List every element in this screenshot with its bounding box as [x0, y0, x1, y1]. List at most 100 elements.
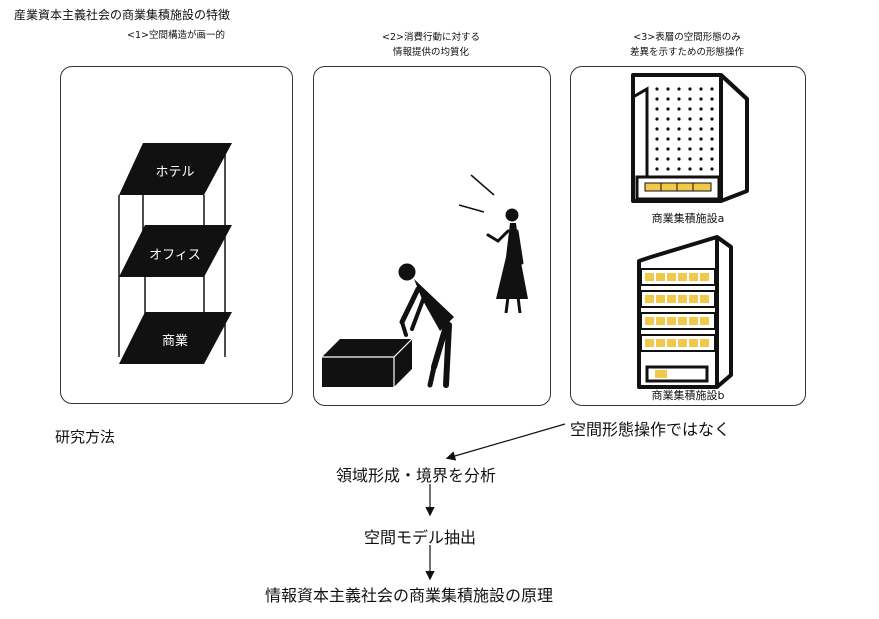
window-dot: [688, 117, 692, 121]
window-dot: [710, 107, 714, 111]
window-pane: [700, 273, 709, 281]
floor-label-commercial: 商業: [161, 334, 188, 349]
window-dot: [688, 127, 692, 131]
window-dot: [699, 107, 703, 111]
window-dot: [666, 117, 670, 121]
window-dot: [688, 137, 692, 141]
window-dot: [699, 147, 703, 151]
window-pane: [645, 295, 654, 303]
window-pane: [656, 317, 665, 325]
window-dot: [655, 127, 659, 131]
window-pane: [667, 273, 676, 281]
window-dot: [710, 127, 714, 131]
window-dot: [677, 147, 681, 151]
window-dot: [677, 127, 681, 131]
panel-3-caption-line-2: 差異を示すための形態操作: [629, 47, 744, 58]
panel-2-caption: <2>消費行動に対する 情報提供の均質化: [313, 30, 549, 60]
panel-1-caption-line-1: <1>空間構造が画一的: [127, 30, 225, 41]
window-pane: [700, 339, 709, 347]
window-dot: [655, 157, 659, 161]
window-dot: [699, 167, 703, 171]
window-dot: [666, 87, 670, 91]
window-dot: [666, 127, 670, 131]
window-dot: [710, 137, 714, 141]
window-dot: [666, 167, 670, 171]
building-b-label: 商業集積施設b: [651, 389, 725, 402]
window-dot: [699, 117, 703, 121]
panel-2-caption-line-1: <2>消費行動に対する: [382, 32, 480, 43]
speech-lines-icon: [458, 174, 495, 213]
window-dot: [688, 87, 692, 91]
bending-person-icon: [398, 263, 454, 388]
window-pane: [700, 295, 709, 303]
window-dot: [666, 107, 670, 111]
window-dot: [688, 97, 692, 101]
window-dot: [699, 127, 703, 131]
window-pane: [689, 317, 698, 325]
window-pane: [656, 339, 665, 347]
floor-slab-hotel: [119, 143, 232, 195]
window-dot: [677, 167, 681, 171]
diagram-title: 産業資本主義社会の商業集積施設の特徴: [14, 8, 231, 22]
consumer-illustration: [322, 174, 528, 388]
floor-slab-office: [119, 225, 232, 277]
window-dot: [666, 137, 670, 141]
window-dot: [677, 117, 681, 121]
window-dot: [699, 87, 703, 91]
panel-2: [313, 66, 551, 406]
window-pane: [700, 317, 709, 325]
window-pane: [678, 317, 687, 325]
window-pane: [645, 317, 654, 325]
window-dot: [655, 97, 659, 101]
buildings-illustration: [631, 73, 749, 389]
window-dot: [699, 157, 703, 161]
window-dot: [666, 97, 670, 101]
window-pane: [689, 273, 698, 281]
window-dot: [677, 87, 681, 91]
building-a-label: 商業集積施設a: [651, 212, 725, 225]
window-dot: [677, 157, 681, 161]
window-pane: [667, 295, 676, 303]
window-dot: [677, 107, 681, 111]
window-dot: [655, 107, 659, 111]
window-dot: [688, 147, 692, 151]
window-pane: [667, 317, 676, 325]
window-pane: [678, 339, 687, 347]
window-dot: [710, 87, 714, 91]
panel-3-caption: <3>表層の空間形態のみ 差異を示すための形態操作: [570, 30, 804, 60]
panel-3: 商業集積施設a 商業集積施設b: [570, 66, 806, 406]
window-dot: [666, 147, 670, 151]
window-pane: [689, 295, 698, 303]
window-dot: [688, 167, 692, 171]
window-dot: [710, 97, 714, 101]
window-dot: [655, 137, 659, 141]
side-note-arrow: [445, 423, 566, 461]
standing-woman-icon: [486, 208, 528, 314]
window-pane: [678, 295, 687, 303]
window-dot: [688, 107, 692, 111]
window-dot: [655, 147, 659, 151]
panel-1-caption: <1>空間構造が画一的: [60, 28, 292, 43]
side-note: 空間形態操作ではなく: [570, 420, 731, 439]
window-pane: [689, 339, 698, 347]
window-pane: [667, 339, 676, 347]
window-dot: [688, 157, 692, 161]
window-dot: [655, 167, 659, 171]
window-dot: [677, 137, 681, 141]
window-dot: [710, 157, 714, 161]
box-icon: [322, 338, 413, 387]
window-dot: [699, 97, 703, 101]
flow-step-2: 空間モデル抽出: [364, 528, 477, 547]
window-pane: [678, 273, 687, 281]
window-dot: [699, 137, 703, 141]
window-pane: [645, 339, 654, 347]
floor-slab-commercial: [119, 312, 232, 364]
window-dot: [655, 87, 659, 91]
window-dot: [710, 147, 714, 151]
floor-label-hotel: ホテル: [155, 165, 195, 180]
window-pane: [656, 295, 665, 303]
window-dot: [677, 97, 681, 101]
window-dot: [655, 117, 659, 121]
flow-step-3: 情報資本主義社会の商業集積施設の原理: [265, 586, 554, 605]
